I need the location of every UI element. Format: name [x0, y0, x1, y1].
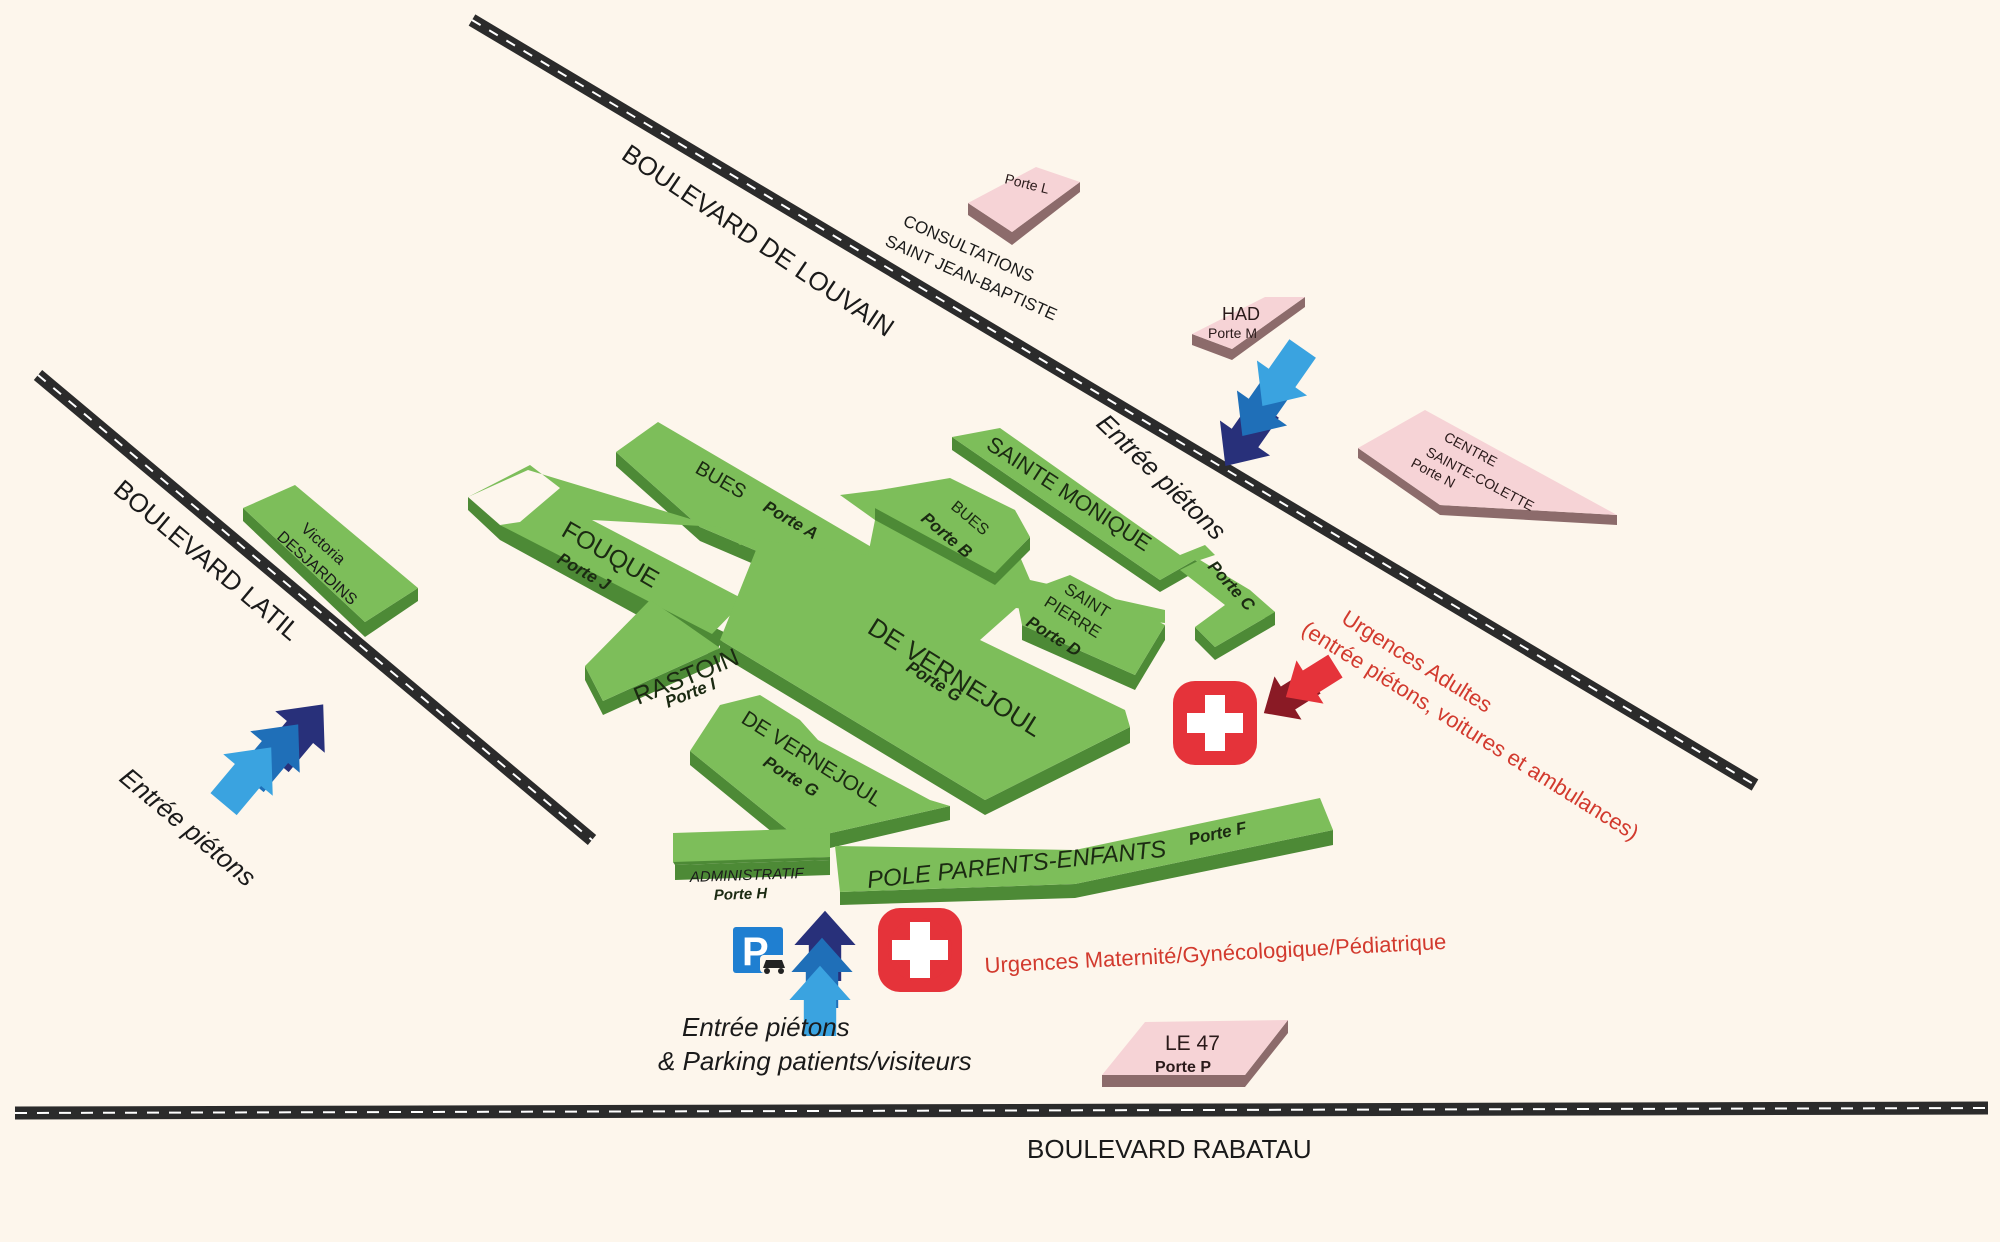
road-label-louvain: BOULEVARD DE LOUVAIN: [617, 138, 900, 343]
road-louvain: [468, 14, 1759, 791]
building-sainte-monique: [952, 428, 1275, 625]
annex-had-name: HAD: [1222, 304, 1260, 324]
annex-le47-door: Porte P: [1155, 1059, 1211, 1076]
building-pole-parents: [835, 798, 1333, 905]
urgences-maternite: Urgences Maternité/Gynécologique/Pédiatr…: [984, 929, 1447, 978]
annex-le47: LE 47 Porte P: [1102, 1020, 1288, 1087]
urgences-adultes-line2: (entrée piétons, voitures et ambulances): [1297, 616, 1643, 845]
administratif-door: Porte H: [714, 885, 769, 904]
road-latil: [33, 370, 597, 845]
building-victoria: [243, 485, 418, 637]
urgence-adultes-cross-icon: [1173, 681, 1257, 765]
administratif-name: ADMINISTRATIF: [689, 865, 805, 886]
annex-porte-l: Porte L: [968, 167, 1080, 245]
arrows-entree-latil: [198, 683, 348, 825]
road-label-rabatau: BOULEVARD RABATAU: [1027, 1134, 1312, 1164]
building-porte-c: [1180, 560, 1275, 660]
annex-le47-name: LE 47: [1165, 1032, 1220, 1055]
annex-centre-sainte-colette: CENTRE SAINTE-COLETTE Porte N: [1358, 410, 1617, 525]
entree-main-line2: & Parking patients/visiteurs: [658, 1046, 972, 1076]
building-de-vernejoul-main: [720, 490, 1165, 815]
parking-icon: P: [733, 927, 788, 974]
building-bues-b: [875, 478, 1030, 585]
building-de-vernejoul-lower: [690, 695, 950, 855]
annex-had: HAD Porte M: [1192, 297, 1305, 360]
annex-had-door: Porte M: [1208, 325, 1257, 341]
urgence-maternite-cross-icon: [878, 908, 962, 992]
entree-main-line1: Entrée piétons: [682, 1012, 850, 1042]
road-rabatau: [14, 1101, 1989, 1120]
building-rastoin: [585, 600, 720, 715]
building-saint-pierre: [1016, 575, 1165, 690]
building-administratif: [673, 828, 830, 880]
